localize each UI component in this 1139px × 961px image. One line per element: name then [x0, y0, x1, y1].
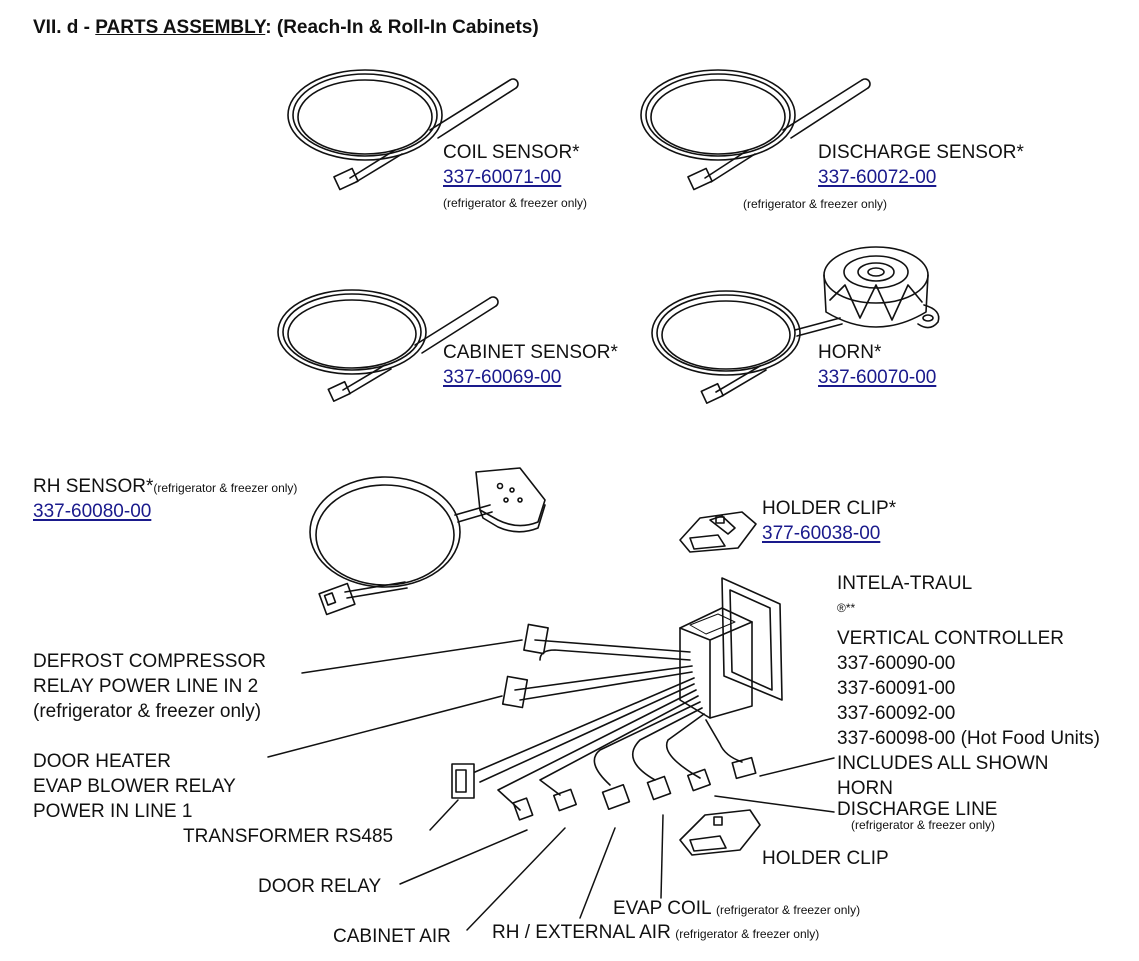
callout-defrost-line2: RELAY POWER LINE IN 2: [33, 676, 259, 697]
cabinet-sensor-drawing: [277, 289, 499, 402]
coil-sensor-name: COIL SENSOR*: [443, 142, 580, 163]
callout-defrost: DEFROST COMPRESSOR RELAY POWER LINE IN 2…: [33, 649, 266, 724]
page-title: VII. d - PARTS ASSEMBLY: (Reach-In & Rol…: [33, 17, 539, 39]
callout-defrost-line1: DEFROST COMPRESSOR: [33, 651, 266, 672]
controller-line-model: VERTICAL CONTROLLER: [837, 628, 1064, 650]
coil-sensor-drawing: [287, 69, 519, 191]
rh-sensor-note: (refrigerator & freezer only): [153, 481, 298, 495]
holder-clip-bottom-drawing: [679, 809, 761, 856]
callout-evap-coil: EVAP COIL (refrigerator & freezer only): [613, 896, 860, 921]
controller-part-number: 337-60090-00: [837, 653, 956, 675]
discharge-sensor-name: DISCHARGE SENSOR*: [818, 142, 1024, 163]
horn-label: HORN* 337-60070-00: [818, 340, 936, 390]
title-main: PARTS ASSEMBLY: [95, 17, 266, 38]
callout-transformer: TRANSFORMER RS485: [183, 826, 394, 847]
horn-name: HORN*: [818, 342, 882, 363]
callout-door-heater-line3: POWER IN LINE 1: [33, 801, 193, 822]
rh-sensor-label: RH SENSOR*(refrigerator & freezer only) …: [33, 474, 297, 524]
callout-evap-coil-note: (refrigerator & freezer only): [716, 903, 861, 917]
cabinet-sensor-part-link[interactable]: 337-60069-00: [443, 367, 562, 388]
rh-sensor-name: RH SENSOR*: [33, 476, 154, 497]
discharge-sensor-label: DISCHARGE SENSOR* 337-60072-00: [818, 140, 1024, 190]
holder-clip-drawing: [679, 511, 757, 553]
cabinet-sensor-label: CABINET SENSOR* 337-60069-00: [443, 340, 618, 390]
callout-discharge-line: DISCHARGE LINE (refrigerator & freezer o…: [837, 797, 997, 832]
title-suffix: : (Reach-In & Roll-In Cabinets): [265, 17, 539, 38]
callout-holder-clip: HOLDER CLIP: [762, 848, 889, 869]
coil-sensor-part-link[interactable]: 337-60071-00: [443, 167, 562, 188]
holder-clip-part-link[interactable]: 377-60038-00: [762, 523, 881, 544]
controller-part-number: 337-60098-00 (Hot Food Units): [837, 728, 1100, 750]
controller-part-number: 337-60092-00: [837, 703, 956, 725]
controller-line-brand: INTELA-TRAUL®**: [837, 573, 973, 615]
discharge-sensor-note: (refrigerator & freezer only): [743, 197, 888, 211]
coil-sensor-note: (refrigerator & freezer only): [443, 196, 588, 210]
discharge-sensor-drawing: [640, 69, 871, 191]
holder-clip-name: HOLDER CLIP*: [762, 498, 897, 519]
callout-rh-external-note: (refrigerator & freezer only): [675, 927, 820, 941]
wire-harness-drawing: [451, 623, 757, 821]
callout-evap-coil-text: EVAP COIL: [613, 898, 712, 919]
callout-discharge-line-note: (refrigerator & freezer only): [851, 818, 996, 832]
callout-cabinet-air: CABINET AIR: [333, 926, 451, 947]
controller-drawing: [679, 577, 783, 719]
holder-clip-label: HOLDER CLIP* 377-60038-00: [762, 496, 896, 546]
callout-horn: HORN: [837, 778, 893, 800]
horn-part-link[interactable]: 337-60070-00: [818, 367, 937, 388]
callout-door-heater-line1: DOOR HEATER: [33, 751, 171, 772]
callout-defrost-line3: (refrigerator & freezer only): [33, 701, 262, 722]
callout-discharge-line-text: DISCHARGE LINE: [837, 799, 998, 820]
horn-drawing: [651, 246, 940, 404]
title-prefix: VII. d -: [33, 17, 96, 38]
leader-lines: [267, 639, 835, 931]
controller-label: INTELA-TRAUL®** VERTICAL CONTROLLER 337-…: [837, 571, 1100, 801]
discharge-sensor-part-link[interactable]: 337-60072-00: [818, 167, 937, 188]
callout-rh-external-text: RH / EXTERNAL AIR: [492, 922, 671, 943]
coil-sensor-label: COIL SENSOR* 337-60071-00 (refrigerator …: [443, 140, 587, 210]
controller-reg-mark: ®**: [837, 601, 856, 615]
controller-part-number: 337-60091-00: [837, 678, 956, 700]
controller-includes-note: INCLUDES ALL SHOWN: [837, 753, 1049, 775]
cabinet-sensor-name: CABINET SENSOR*: [443, 342, 618, 363]
callout-door-heater-line2: EVAP BLOWER RELAY: [33, 776, 236, 797]
rh-sensor-drawing: [309, 467, 546, 616]
callout-door-heater: DOOR HEATER EVAP BLOWER RELAY POWER IN L…: [33, 749, 236, 824]
callout-rh-external: RH / EXTERNAL AIR (refrigerator & freeze…: [492, 920, 819, 945]
callout-door-relay: DOOR RELAY: [258, 876, 382, 897]
rh-sensor-part-link[interactable]: 337-60080-00: [33, 501, 152, 522]
